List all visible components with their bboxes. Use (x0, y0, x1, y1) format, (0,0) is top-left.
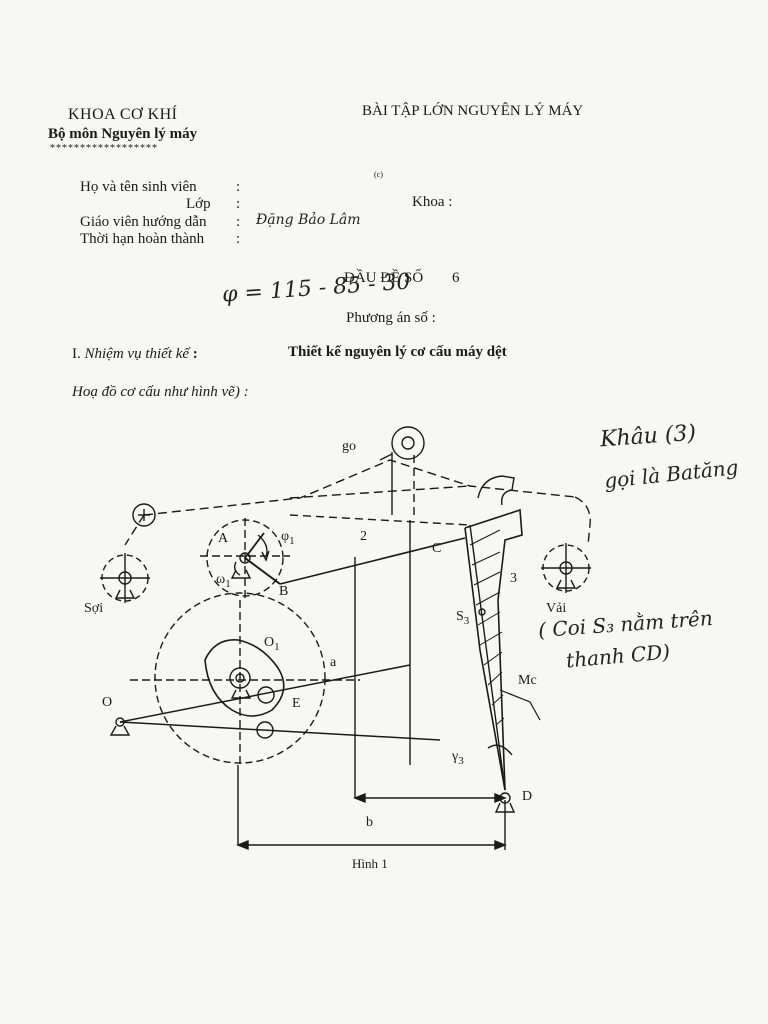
label-link-2: 2 (360, 529, 367, 544)
task-heading: I. Nhiệm vụ thiết kế : (72, 346, 198, 363)
label-go: go (342, 439, 356, 454)
diagram-caption: Hoạ đồ cơ cấu như hình vẽ) : (72, 384, 249, 400)
label-b: B (279, 584, 288, 599)
teacher-name-value: Đặng Bảo Lâm (256, 212, 361, 228)
label-phi1: φ1 (281, 529, 295, 547)
label-b-dim: b (366, 815, 373, 830)
label-a: A (218, 531, 229, 546)
topic-label: ĐẦU ĐỀ SỐ (344, 270, 424, 286)
student-name-label: Họ và tên sinh viên (80, 179, 197, 195)
label-o: O (102, 695, 112, 710)
label-cloth: Vải (546, 601, 566, 616)
document-title: BÀI TẬP LỚN NGUYÊN LÝ MÁY (362, 103, 584, 119)
student-name-colon: : (236, 179, 241, 195)
label-a-lower: a (330, 655, 337, 670)
task-prefix: I. (72, 346, 81, 362)
label-yarn: Sợi (84, 601, 103, 616)
label-e: E (292, 696, 301, 711)
division-title: Bộ môn Nguyên lý máy (48, 126, 198, 142)
label-omega1: ω1 (216, 572, 231, 590)
label-gamma3: γ3 (451, 749, 464, 767)
star-divider: ****************** (50, 143, 158, 154)
teacher-label: Giáo viên hướng dẫn (80, 214, 207, 230)
class-label: Lớp (186, 196, 211, 212)
deadline-label: Thời hạn hoàn thành (80, 231, 205, 247)
label-link-3: 3 (510, 571, 517, 586)
figure-label: Hình 1 (352, 856, 388, 871)
label-s3: S3 (456, 609, 470, 627)
label-o1: O1 (264, 635, 280, 653)
plan-label: Phương án số : (346, 310, 436, 326)
teacher-colon: : (236, 214, 241, 230)
copyright-mark: (c) (374, 170, 383, 179)
label-mc: Mc (518, 673, 537, 688)
topic-number: 6 (452, 270, 460, 286)
department-title: KHOA CƠ KHÍ (68, 106, 178, 123)
faculty-label: Khoa : (412, 194, 453, 210)
label-c: C (432, 541, 441, 556)
class-colon: : (236, 196, 241, 212)
task-value: Thiết kế nguyên lý cơ cấu máy dệt (288, 344, 507, 360)
task-label: Nhiệm vụ thiết kế (84, 346, 190, 362)
task-colon: : (192, 346, 198, 362)
label-d: D (522, 789, 532, 804)
deadline-colon: : (236, 231, 241, 247)
